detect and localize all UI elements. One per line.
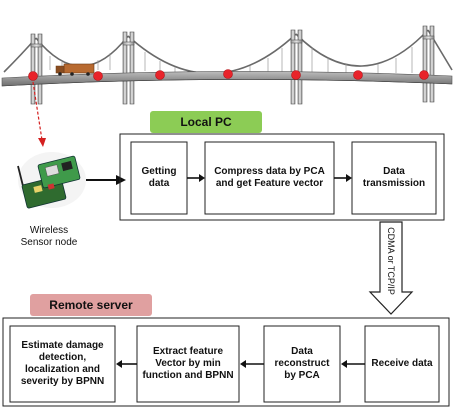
step-label-extract-feature: Extract feature Vector by min function a… [142, 346, 234, 381]
step-box-data-transmission [351, 141, 437, 215]
bridge-towers [30, 25, 435, 105]
sensor-node-label: Wireless Sensor node [20, 225, 78, 248]
step-label-receive-data: Receive data [371, 358, 433, 369]
link-label-text: CDMA or TCP/IP [386, 227, 397, 295]
sensor-dot [93, 71, 103, 81]
remote-arrows [116, 360, 365, 368]
wireless-sensor-node-image [17, 152, 86, 209]
transmission-down-arrow [368, 221, 414, 315]
step-label-getting-data: Getting data [141, 166, 177, 189]
step-label-compress-data: Compress data by PCA and get Feature vec… [214, 166, 325, 189]
step-box-getting-data [130, 141, 188, 215]
step-box-compress-data [204, 141, 335, 215]
sensor-dot [353, 70, 363, 80]
local-arrows [187, 174, 352, 182]
bridge-hangers [49, 47, 413, 73]
remote-server-title: Remote server [30, 294, 152, 316]
remote-server-container [2, 317, 450, 407]
step-label-data-reconstruct: Data reconstruct by PCA [274, 346, 330, 381]
step-box-receive-data [364, 325, 440, 403]
step-box-estimate-damage [9, 325, 116, 403]
link-label: CDMA or TCP/IP [376, 226, 406, 296]
truck-icon [55, 63, 95, 76]
sensor-dot [155, 70, 165, 80]
step-label-data-transmission: Data transmission [362, 166, 426, 189]
step-label-estimate-damage: Estimate damage detection, localization … [20, 340, 105, 387]
sensor-dot [28, 71, 38, 81]
local-pc-container [119, 133, 445, 221]
bridge-deck [1, 71, 453, 87]
sensor-dashed-arrow [32, 81, 46, 147]
sensor-dot [291, 70, 301, 80]
sensor-to-pc-arrow [86, 175, 126, 185]
step-box-data-reconstruct [263, 325, 341, 403]
sensor-points [28, 69, 429, 81]
local-pc-title: Local PC [150, 111, 262, 133]
sensor-dot [223, 69, 233, 79]
sensor-dot [419, 70, 429, 80]
